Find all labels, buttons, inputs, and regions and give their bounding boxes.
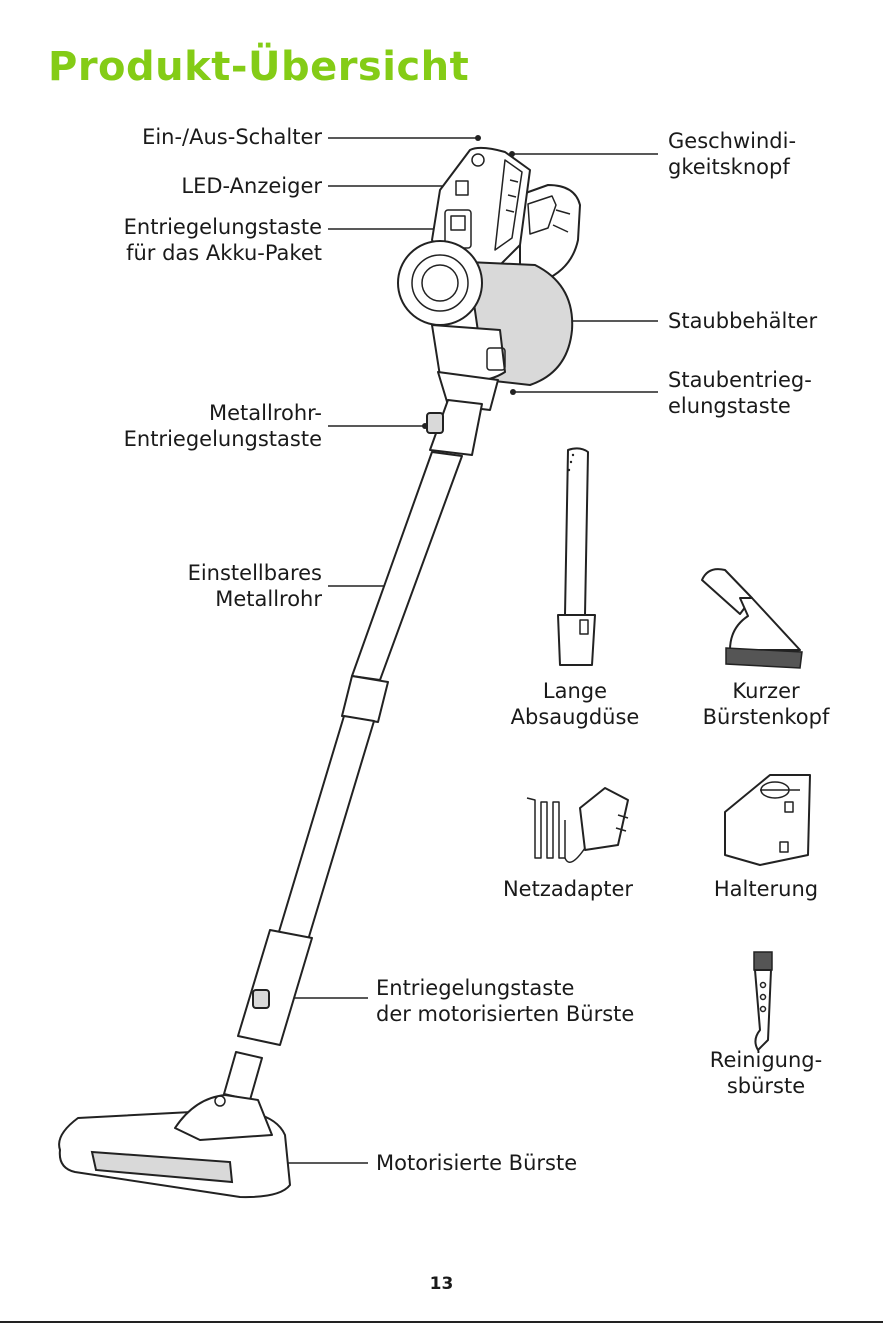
label-motor-brush: Motorisierte Bürste xyxy=(376,1151,578,1175)
label-brush-release: Entriegelungstaste der motorisierten Bür… xyxy=(376,976,635,1026)
vacuum-body xyxy=(397,146,581,456)
page-number: 13 xyxy=(429,1274,454,1294)
label-crevice-tool: Lange Absaugdüse xyxy=(510,679,640,729)
crevice-tool-illustration xyxy=(557,447,596,666)
label-led-indicator: LED-Anzeiger xyxy=(181,174,322,198)
holder-illustration xyxy=(724,774,811,866)
label-brush-head: Kurzer Bürstenkopf xyxy=(702,679,830,729)
cleaning-brush-illustration xyxy=(753,951,773,1051)
label-battery-release: Entriegelungstaste für das Akku-Paket xyxy=(123,215,322,265)
label-cleaning-brush: Reinigung- sbürste xyxy=(709,1048,823,1098)
floor-brush xyxy=(58,1094,291,1199)
bottom-rule xyxy=(0,1321,883,1323)
label-adjustable-tube: Einstellbares Metallrohr xyxy=(187,561,322,611)
label-speed-button: Geschwindi- gkeitsknopf xyxy=(668,129,797,179)
metal-tube xyxy=(223,451,463,1101)
page-title: Produkt-Übersicht xyxy=(48,44,470,90)
label-tube-release: Metallrohr- Entriegelungstaste xyxy=(123,401,322,451)
brush-head-illustration xyxy=(701,568,803,669)
label-bin-release: Staubentrieg- elungstaste xyxy=(668,368,812,418)
adapter-illustration xyxy=(526,787,629,863)
label-adapter: Netzadapter xyxy=(502,877,634,901)
label-dust-bin: Staubbehälter xyxy=(668,309,818,333)
label-holder: Halterung xyxy=(713,877,819,901)
label-power-switch: Ein-/Aus-Schalter xyxy=(142,125,322,149)
